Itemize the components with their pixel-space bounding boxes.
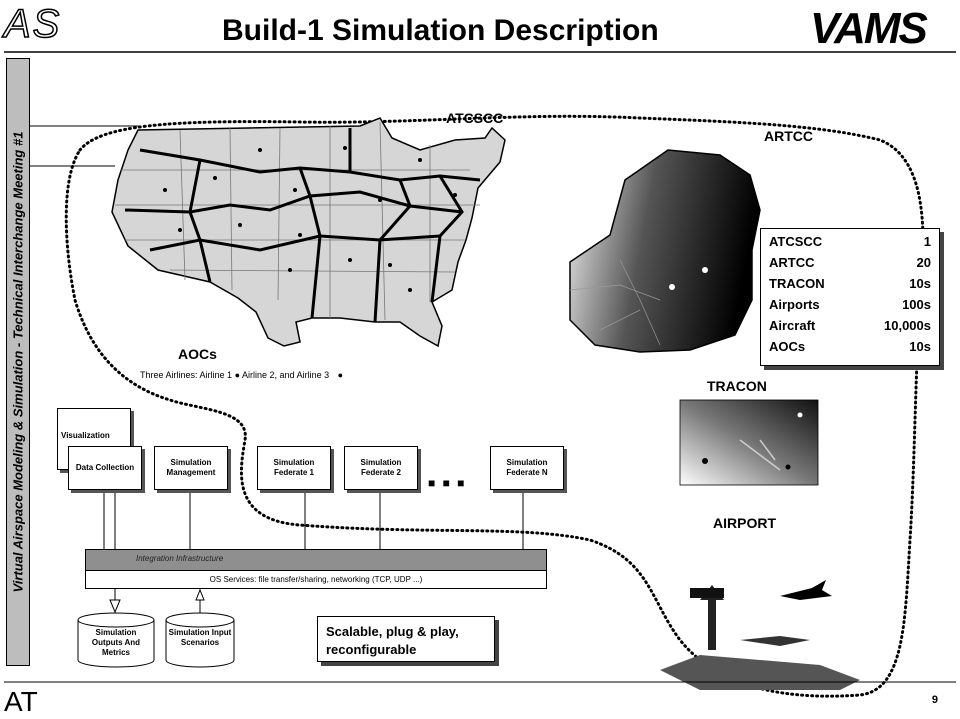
stat-name: AOCs [769,339,806,354]
airline-1-dot: ● [234,370,240,380]
federates-ellipsis: ■ ■ ■ [428,476,467,490]
visualization-label: Visualization [61,431,110,440]
stat-name: Aircraft [769,318,816,333]
airport-label: AIRPORT [713,515,776,531]
scale-stats-box: ATCSCC 1 ARTCC 20 TRACON 10s Airports 100s A… [760,228,940,366]
outputs-db-label: Simulation Outputs And Metrics [91,628,141,657]
aocs-note-text-2: Airline 2 [242,370,275,380]
architecture-lines [103,488,524,620]
integration-bus: Integration Infrastructure [85,549,547,571]
federate-2-box: Simulation Federate 2 [344,446,418,490]
artcc-label: ARTCC [764,128,813,144]
us-map [111,117,506,348]
data-collection-box: Data Collection [68,446,142,490]
vams-logo: VAMS [810,4,928,53]
stat-row: ARTCC 20 [769,255,931,274]
us-outline [111,117,506,348]
federate-n-box: Simulation Federate N [490,446,564,490]
page-number: 9 [931,694,938,706]
db-outputs [77,612,155,668]
atcscc-label: ATCSCC [446,110,504,126]
stat-value: 1 [923,234,931,249]
stat-row: AOCs 10s [769,339,931,358]
at-logo: AT [4,686,38,717]
federate-1-box: Simulation Federate 1 [257,446,331,490]
os-services-bar: OS Services: file transfer/sharing, netw… [85,570,547,589]
stat-value: 10s [909,276,931,291]
aocs-note: Three Airlines: Airline 1 ● Airline 2, a… [140,370,344,380]
stat-row: TRACON 10s [769,276,931,295]
tracon-label: TRACON [707,378,767,394]
stat-name: ARTCC [769,255,815,270]
airline-3-dot: ● [337,370,344,380]
stat-value: 10,000s [884,318,931,333]
stat-value: 100s [902,297,931,312]
stat-row: Aircraft 10,000s [769,318,931,337]
tracon-image [679,399,819,486]
stat-name: Airports [769,297,820,312]
stat-row: ATCSCC 1 [769,234,931,253]
stat-name: ATCSCC [769,234,823,249]
simulation-management-box: Simulation Management [154,446,228,490]
stat-row: Airports 100s [769,297,931,316]
inputs-db-label: Simulation Input Scenarios [168,628,232,647]
db-inputs [165,612,235,668]
stat-value: 10s [909,339,931,354]
as-logo: AS [3,1,62,47]
vertical-banner: Virtual Airspace Modeling & Simulation -… [6,58,30,666]
simulation-boundary [64,114,925,698]
artcc-region [569,149,761,353]
bus-label: Integration Infrastructure [136,554,224,563]
aocs-note-text-3: and Airline 3 [279,370,330,380]
aocs-label: AOCs [178,346,217,362]
aocs-note-text: Three Airlines: Airline 1 [140,370,233,380]
airport-image [660,580,860,690]
stat-name: TRACON [769,276,825,291]
page-title: Build-1 Simulation Description [222,14,659,47]
scalable-callout: Scalable, plug & play, reconfigurable [317,616,495,662]
stat-value: 20 [916,255,931,270]
